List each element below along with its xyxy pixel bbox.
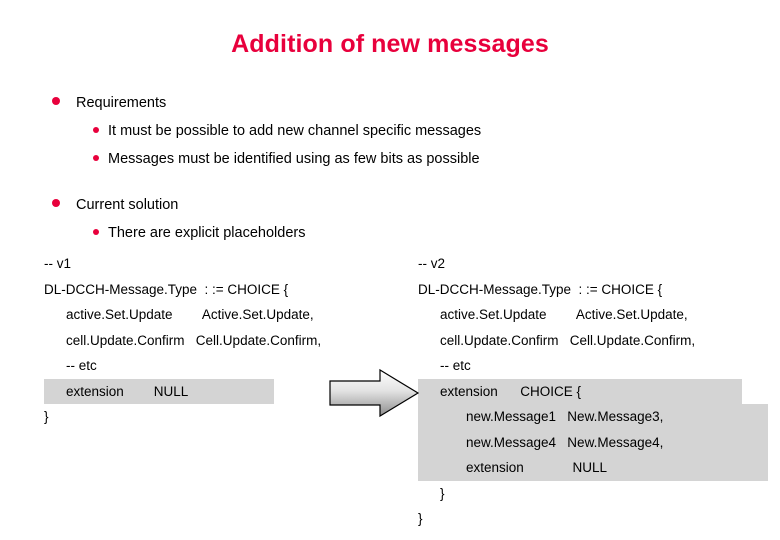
code-line: DL-DCCH-Message.Type : := CHOICE { xyxy=(418,281,663,297)
code-line: -- v1 xyxy=(44,256,71,271)
bullet-dot-level1 xyxy=(52,97,60,105)
code-line: -- etc xyxy=(440,358,471,373)
bullet-dot-level2 xyxy=(93,127,99,133)
code-line: active.Set.Update Active.Set.Update, xyxy=(66,307,314,322)
left-code-block: -- v1 DL-DCCH-Message.Type : := CHOICE {… xyxy=(44,251,404,430)
code-line: cell.Update.Confirm Cell.Update.Confirm, xyxy=(440,332,696,348)
code-line: } xyxy=(440,485,445,501)
bullet-current-solution: Current solution xyxy=(76,197,179,213)
right-code-block: -- v2 DL-DCCH-Message.Type : := CHOICE {… xyxy=(418,251,768,532)
code-line: -- etc xyxy=(66,358,97,373)
bullet-requirement-2: Messages must be identified using as few… xyxy=(108,151,480,167)
bullet-placeholders: There are explicit placeholders xyxy=(108,225,306,241)
code-line: -- v2 xyxy=(418,256,445,271)
code-line: } xyxy=(44,409,49,424)
code-line: DL-DCCH-Message.Type : := CHOICE { xyxy=(44,281,289,297)
code-line: cell.Update.Confirm Cell.Update.Confirm, xyxy=(66,332,322,348)
bullet-requirement-1: It must be possible to add new channel s… xyxy=(108,123,482,139)
code-line-highlighted: extension CHOICE { xyxy=(418,378,742,404)
code-line-highlighted: new.Message4 New.Message4, xyxy=(418,429,768,455)
code-line: } xyxy=(418,511,423,526)
bullet-dot-level1 xyxy=(52,199,60,207)
bullet-dot-level2 xyxy=(93,229,99,235)
code-line-highlighted: extension NULL xyxy=(44,378,274,404)
code-line-highlighted: new.Message1 New.Message3, xyxy=(418,404,768,430)
bullet-dot-level2 xyxy=(93,155,99,161)
bullet-requirements: Requirements xyxy=(76,95,167,111)
code-line-highlighted: extension NULL xyxy=(418,455,768,481)
right-arrow-icon xyxy=(329,368,420,418)
page-title: Addition of new messages xyxy=(231,30,549,58)
code-line: active.Set.Update Active.Set.Update, xyxy=(440,307,688,322)
